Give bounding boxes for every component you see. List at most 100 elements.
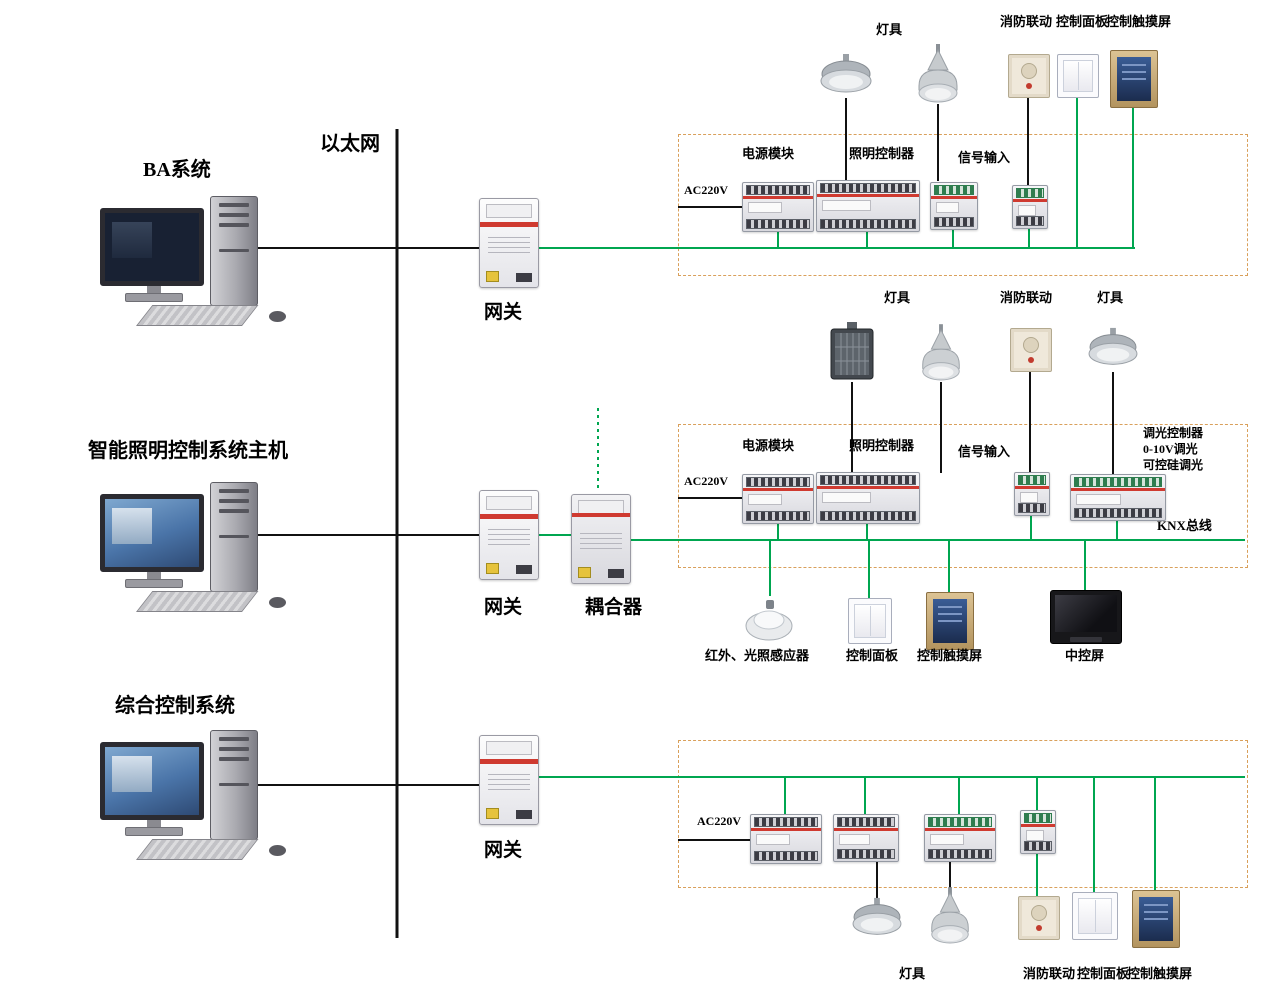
terminal-strip (746, 185, 810, 195)
vent-lines (488, 233, 530, 255)
control-panel-device (1057, 54, 1099, 98)
terminal-strip (746, 511, 810, 521)
pc-stand (147, 286, 161, 293)
floodlight-icon (830, 322, 874, 380)
terminal-strip (1018, 475, 1046, 485)
red-stripe (572, 513, 630, 517)
mid-lamp1-label: 灯具 (884, 290, 911, 305)
workstation-ba (92, 196, 288, 328)
terminal-strip (928, 849, 992, 859)
bottom-fire-label: 消防联动 (1023, 966, 1076, 981)
red-stripe (743, 488, 813, 491)
pc-screen (100, 494, 204, 572)
red-stripe (743, 196, 813, 199)
ethernet-label: 以太网 (320, 133, 380, 155)
module-label-plate (756, 834, 791, 845)
pc-mouse (269, 597, 286, 608)
terminal-strip (1024, 841, 1052, 851)
terminal-strip (820, 219, 916, 229)
motion-light-sensor-icon (745, 600, 793, 641)
pc-tower (210, 196, 258, 306)
terminal-strip (754, 851, 818, 861)
gateway-module-2 (479, 490, 539, 580)
top-controller-label: 照明控制器 (849, 146, 915, 161)
gateway1-label: 网关 (484, 302, 523, 323)
terminal-strip (928, 817, 992, 827)
highbay-lamp-icon (1088, 327, 1138, 365)
pc-mouse (269, 311, 286, 322)
red-stripe (480, 222, 538, 227)
dimmer-label-3: 可控硅调光 (1143, 458, 1204, 472)
dimming-controller-module (1070, 474, 1166, 521)
terminal-strip (934, 185, 974, 195)
top-power-label: 电源模块 (742, 146, 795, 161)
coupler-module (571, 494, 631, 584)
signal-input-module (1014, 472, 1050, 516)
fire-linkage-device (1018, 896, 1060, 940)
pc-screen (100, 208, 204, 286)
gateway-module-3 (479, 735, 539, 825)
pc-mouse (269, 845, 286, 856)
module-display (486, 204, 532, 218)
bottom-touchscreen-label: 控制触摸屏 (1127, 966, 1193, 981)
top-signal-label: 信号输入 (958, 150, 1011, 165)
mid-power-label: 电源模块 (742, 438, 795, 453)
red-stripe (1015, 486, 1049, 489)
touchscreen-device (1110, 50, 1158, 108)
yellow-connector (486, 808, 499, 819)
pendant-lamp-icon (931, 887, 969, 944)
gateway-module-1 (479, 198, 539, 288)
pc-stand (147, 572, 161, 579)
sensor-label: 红外、光照感应器 (705, 648, 810, 663)
control-panel-device (1072, 892, 1118, 940)
workstation-host (92, 482, 288, 614)
dark-connector (516, 273, 532, 282)
coupler-label: 耦合器 (585, 597, 643, 618)
lighting-controller-module (833, 814, 899, 862)
module-label-plate (1076, 494, 1122, 505)
gateway3-label: 网关 (484, 840, 523, 861)
top-lamp-label: 灯具 (876, 22, 903, 37)
vent-lines (580, 529, 622, 551)
yellow-connector (486, 271, 499, 282)
pc-tower (210, 482, 258, 592)
red-stripe (925, 828, 995, 831)
terminal-strip (1016, 188, 1044, 198)
red-stripe (817, 486, 919, 489)
module-display (486, 741, 532, 755)
red-stripe (1021, 824, 1055, 827)
power-supply-module (750, 814, 822, 864)
central-screen-label: 中控屏 (1065, 648, 1105, 663)
station-host-label: 智能照明控制系统主机 (88, 440, 288, 462)
pendant-lamp-icon (918, 44, 958, 103)
central-screen-device (1050, 590, 1122, 644)
power-supply-module (742, 474, 814, 524)
control-panel-device (848, 598, 892, 644)
dark-connector (516, 565, 532, 574)
red-stripe (817, 194, 919, 197)
module-label-plate (822, 492, 871, 503)
pc-keyboard (136, 591, 259, 612)
pc-base (125, 579, 183, 588)
top-fire-label: 消防联动 (1000, 14, 1053, 29)
terminal-strip (754, 817, 818, 827)
fire-linkage-device (1010, 328, 1052, 372)
workstation-integrated (92, 730, 288, 862)
segment-frame-bottom (678, 740, 1248, 888)
terminal-strip (837, 817, 895, 827)
red-stripe (931, 196, 977, 199)
terminal-strip (1074, 477, 1162, 487)
power-supply-module (742, 182, 814, 232)
mid-signal-label: 信号输入 (958, 444, 1011, 459)
vent-lines (488, 770, 530, 792)
module-label-plate (839, 834, 871, 845)
pc-keyboard (136, 839, 259, 860)
module-label-plate (748, 494, 783, 505)
segment-frame-middle (678, 424, 1248, 568)
terminal-strip (1074, 508, 1162, 518)
module-label-plate (1018, 205, 1036, 216)
dark-connector (608, 569, 624, 578)
terminal-strip (934, 217, 974, 227)
module-label-plate (1020, 492, 1038, 503)
